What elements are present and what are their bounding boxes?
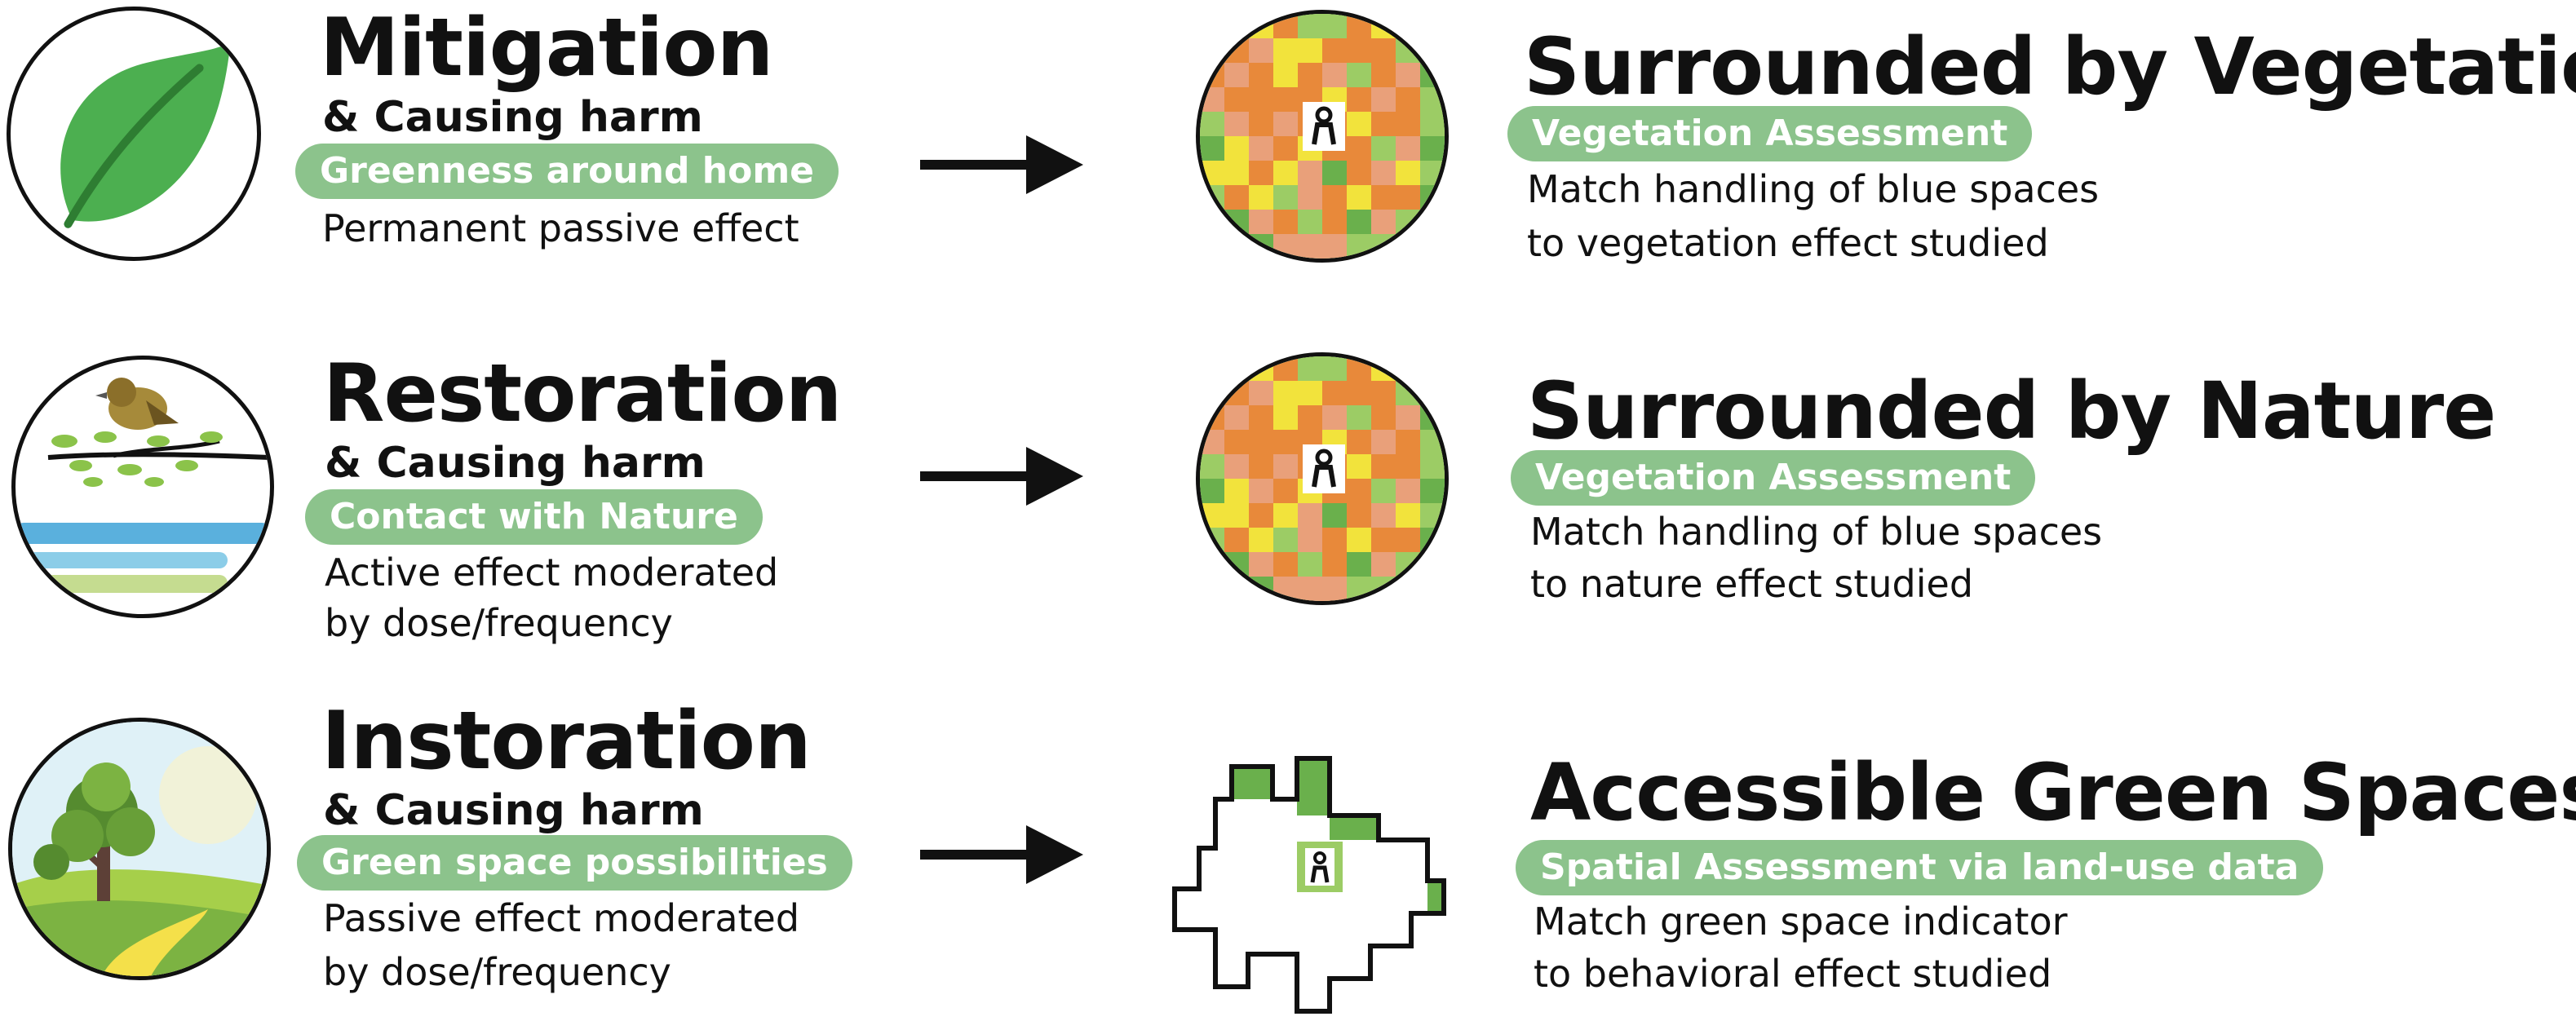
arrow-right-icon	[920, 135, 1083, 194]
row1-pill: Greenness around home	[295, 144, 839, 199]
row3-title: Instoration	[321, 695, 812, 788]
arrow-right-icon	[920, 825, 1083, 884]
row3-result-desc2: to behavioral effect studied	[1534, 952, 2052, 996]
vegetation-grid-map-2	[1196, 352, 1449, 605]
row1-result-desc1: Match handling of blue spaces	[1527, 167, 2100, 211]
row3-result-desc1: Match green space indicator	[1534, 899, 2068, 944]
tree-landscape-icon	[8, 718, 271, 980]
person-marker-icon	[1303, 444, 1345, 493]
row2-result-desc2: to nature effect studied	[1530, 562, 1974, 606]
vegetation-grid-map-1	[1196, 10, 1449, 263]
accessible-space-map	[1172, 756, 1446, 1014]
leaf-icon	[7, 7, 261, 261]
row2-result-desc1: Match handling of blue spaces	[1530, 510, 2103, 554]
row3-desc2: by dose/frequency	[323, 950, 671, 994]
arrow-right-icon	[920, 447, 1083, 506]
row3-result-title: Accessible Green Spaces	[1530, 747, 2576, 838]
row2-desc2: by dose/frequency	[325, 601, 673, 645]
row2-result-pill: Vegetation Assessment	[1511, 450, 2036, 506]
row1-result-desc2: to vegetation effect studied	[1527, 221, 2049, 265]
row2-title: Restoration	[323, 347, 842, 440]
row1-result-pill: Vegetation Assessment	[1507, 106, 2033, 161]
person-marker-icon	[1303, 102, 1345, 151]
row3-desc1: Passive effect moderated	[323, 896, 800, 940]
row2-subtitle: & Causing harm	[325, 439, 706, 488]
row1-subtitle: & Causing harm	[322, 93, 703, 142]
row2-pill: Contact with Nature	[305, 489, 763, 545]
bird-on-branch-icon	[11, 356, 274, 618]
row2-result-title: Surrounded by Nature	[1527, 365, 2496, 457]
person-marker-icon	[1305, 848, 1334, 886]
row2-desc1: Active effect moderated	[325, 550, 779, 594]
row3-subtitle: & Causing harm	[323, 786, 704, 835]
row1-title: Mitigation	[320, 2, 773, 95]
row1-result-title: Surrounded by Vegetation	[1524, 21, 2576, 113]
row3-result-pill: Spatial Assessment via land-use data	[1516, 840, 2324, 895]
row1-desc: Permanent passive effect	[322, 206, 799, 250]
row3-pill: Green space possibilities	[297, 835, 852, 891]
